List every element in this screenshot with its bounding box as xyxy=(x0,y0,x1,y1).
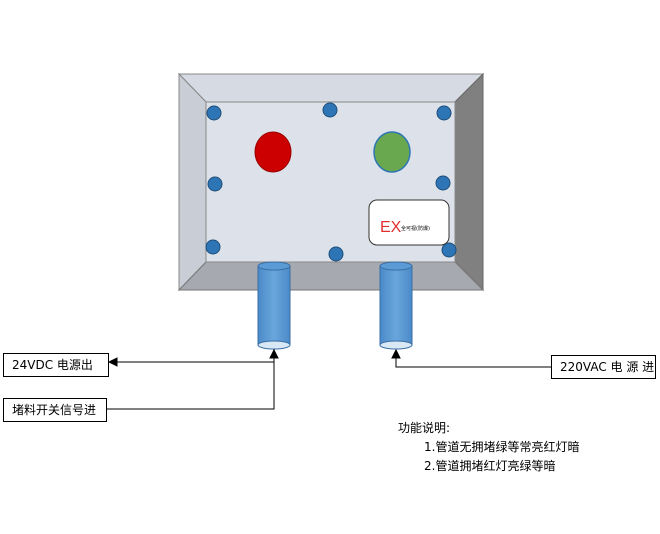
bolt xyxy=(328,246,344,262)
bolt xyxy=(205,239,221,255)
ex-badge xyxy=(368,199,450,246)
bolt xyxy=(206,105,222,121)
enclosure-frame-left xyxy=(178,72,207,292)
green-lamp xyxy=(373,131,411,173)
enclosure-frame-bottom xyxy=(177,261,485,291)
bolt xyxy=(207,176,223,192)
pipe-right xyxy=(379,261,413,350)
ex-mark: EX xyxy=(380,219,402,236)
bolt xyxy=(322,102,338,118)
line-switch-in xyxy=(107,354,275,410)
pipe-left xyxy=(257,261,291,350)
bolts xyxy=(205,102,457,262)
line-power-out xyxy=(111,349,275,363)
bolt xyxy=(441,242,457,258)
connector-lines xyxy=(107,348,551,410)
arrow-power-out xyxy=(107,357,118,367)
bolt xyxy=(435,175,451,191)
label-blockage-switch-in: 堵料开关信号进 xyxy=(3,398,107,422)
notes-title: 功能说明: xyxy=(398,421,451,435)
red-lamp xyxy=(254,131,292,173)
label-220vac-power-in: 220VAC 电 源 进 xyxy=(551,355,656,379)
label-24vdc-power-out: 24VDC 电源出 xyxy=(3,353,109,377)
notes-item: 2.管道拥堵红灯亮绿等暗 xyxy=(424,459,556,473)
notes-item: 1.管道无拥堵绿等常亮红灯暗 xyxy=(424,440,580,454)
line-power-in xyxy=(395,354,551,368)
bolt xyxy=(436,105,452,121)
enclosure-frame-right xyxy=(454,72,484,292)
function-notes: 功能说明: 1.管道无拥堵绿等常亮红灯暗 2.管道拥堵红灯亮绿等暗 xyxy=(398,419,579,476)
enclosure-frame-top xyxy=(177,73,485,103)
arrow-switch-in xyxy=(269,348,279,359)
ex-subtext: 全可视(防爆) xyxy=(401,225,430,232)
arrow-power-in xyxy=(391,348,401,359)
